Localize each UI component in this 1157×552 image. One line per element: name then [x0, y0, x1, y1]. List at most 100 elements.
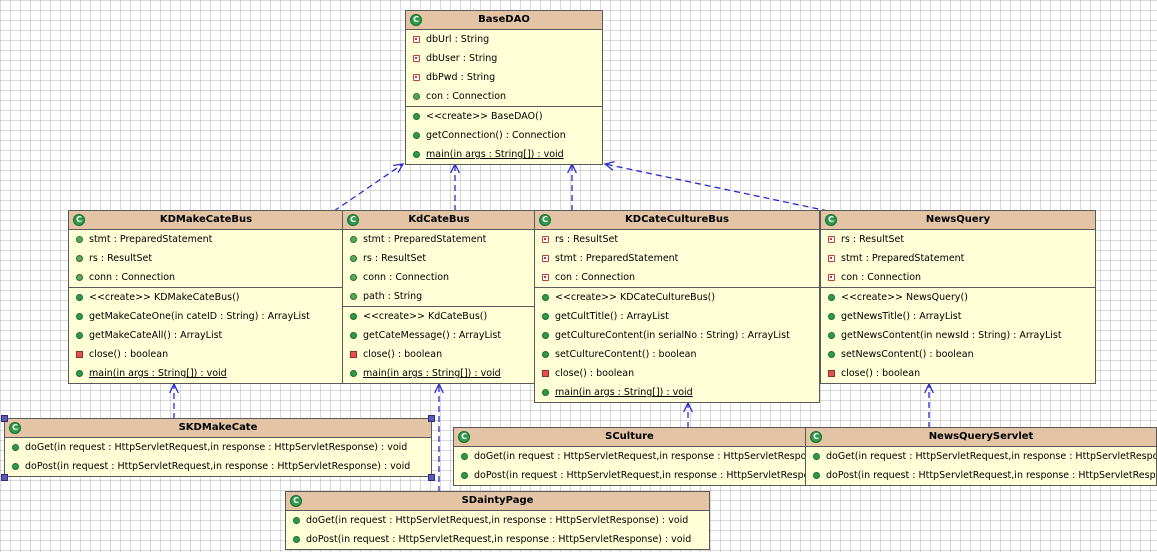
selection-handle[interactable] — [1, 474, 8, 481]
operation-row[interactable]: main(in args : String[]) : void — [535, 383, 819, 402]
attribute-row[interactable]: dbUrl : String — [406, 30, 602, 49]
attribute-row[interactable]: conn : Connection — [69, 268, 343, 287]
operation-row[interactable]: setNewsContent() : boolean — [821, 345, 1095, 364]
public-visibility-icon — [542, 332, 549, 339]
attribute-row[interactable]: stmt : PreparedStatement — [821, 249, 1095, 268]
attribute-row[interactable]: con : Connection — [406, 87, 602, 106]
operation-row[interactable]: getCultTitle() : ArrayList — [535, 307, 819, 326]
arrowhead — [393, 163, 405, 173]
operation-row[interactable]: doPost(in request : HttpServletRequest,i… — [454, 466, 805, 485]
class-name: NewsQuery — [925, 214, 991, 225]
operation-row[interactable]: getConnection() : Connection — [406, 126, 602, 145]
operation-row[interactable]: <<create>> KDMakeCateBus() — [69, 288, 343, 307]
operation-row[interactable]: <<create>> NewsQuery() — [821, 288, 1095, 307]
pkg-visibility-icon — [76, 274, 83, 281]
member-text: doGet(in request : HttpServletRequest,in… — [474, 451, 806, 462]
pkg-visibility-icon — [350, 236, 357, 243]
member-text: doGet(in request : HttpServletRequest,in… — [306, 515, 689, 526]
pkg-visibility-icon — [350, 274, 357, 281]
attribute-row[interactable]: con : Connection — [535, 268, 819, 287]
operation-row[interactable]: <<create>> BaseDAO() — [406, 107, 602, 126]
attribute-row[interactable]: dbUser : String — [406, 49, 602, 68]
member-text: dbUser : String — [426, 53, 498, 64]
attribute-row[interactable]: stmt : PreparedStatement — [535, 249, 819, 268]
selection-handle[interactable] — [428, 474, 435, 481]
operation-row[interactable]: main(in args : String[]) : void — [343, 364, 535, 383]
operation-row[interactable]: close() : boolean — [343, 345, 535, 364]
attribute-row[interactable]: path : String — [343, 287, 535, 306]
attribute-row[interactable]: rs : ResultSet — [821, 230, 1095, 249]
private-visibility-icon — [542, 274, 549, 281]
public-visibility-icon — [813, 472, 820, 479]
attribute-row[interactable]: conn : Connection — [343, 268, 535, 287]
dependency-arrow-sculture-to-kdcateculturebus[interactable] — [683, 401, 693, 428]
operation-row[interactable]: getMakeCateAll() : ArrayList — [69, 326, 343, 345]
public-visibility-icon — [413, 113, 420, 120]
operation-row[interactable]: getCultureContent(in serialNo : String) … — [535, 326, 819, 345]
operation-row[interactable]: setCultureContent() : boolean — [535, 345, 819, 364]
arrowhead — [567, 162, 577, 174]
operation-row[interactable]: close() : boolean — [821, 364, 1095, 383]
dependency-arrow-newsquery-to-basedao[interactable] — [603, 160, 829, 212]
operation-row[interactable]: main(in args : String[]) : void — [69, 364, 343, 383]
class-icon: C — [825, 214, 837, 226]
dependency-arrow-skdmakecate-to-kdmakecatebus[interactable] — [169, 382, 179, 419]
operation-row[interactable]: close() : boolean — [69, 345, 343, 364]
arrowhead — [169, 382, 179, 394]
public-visibility-icon — [350, 332, 357, 339]
attribute-row[interactable]: stmt : PreparedStatement — [343, 230, 535, 249]
attribute-row[interactable]: rs : ResultSet — [343, 249, 535, 268]
private-visibility-icon — [828, 255, 835, 262]
dependency-arrow-kdcateculturebus-to-basedao[interactable] — [567, 162, 577, 211]
operation-row[interactable]: getCateMessage() : ArrayList — [343, 326, 535, 345]
attribute-row[interactable]: rs : ResultSet — [535, 230, 819, 249]
operation-row[interactable]: <<create>> KdCateBus() — [343, 307, 535, 326]
dependency-arrow-newsqueryservlet-to-newsquery[interactable] — [924, 382, 934, 428]
operation-row[interactable]: doPost(in request : HttpServletRequest,i… — [806, 466, 1156, 485]
public-visibility-icon — [828, 294, 835, 301]
member-text: close() : boolean — [363, 349, 443, 360]
dependency-arrow-sdaintypage-to-kdcatebus[interactable] — [434, 382, 444, 492]
operation-row[interactable]: getNewsTitle() : ArrayList — [821, 307, 1095, 326]
public-visibility-icon — [350, 370, 357, 377]
member-text: doPost(in request : HttpServletRequest,i… — [826, 470, 1157, 481]
operation-row[interactable]: doPost(in request : HttpServletRequest,i… — [286, 530, 709, 549]
attribute-row[interactable]: stmt : PreparedStatement — [69, 230, 343, 249]
member-text: main(in args : String[]) : void — [426, 149, 564, 160]
attribute-row[interactable]: con : Connection — [821, 268, 1095, 287]
operation-row[interactable]: getMakeCateOne(in cateID : String) : Arr… — [69, 307, 343, 326]
member-text: close() : boolean — [555, 368, 635, 379]
member-text: conn : Connection — [363, 272, 450, 283]
private-visibility-icon — [828, 274, 835, 281]
selection-handle[interactable] — [428, 415, 435, 422]
operation-row[interactable]: doGet(in request : HttpServletRequest,in… — [5, 438, 431, 457]
operation-row[interactable]: getNewsContent(in newsId : String) : Arr… — [821, 326, 1095, 345]
operation-row[interactable]: doGet(in request : HttpServletRequest,in… — [806, 447, 1156, 466]
member-text: <<create>> KDMakeCateBus() — [89, 292, 240, 303]
operation-row[interactable]: main(in args : String[]) : void — [406, 145, 602, 164]
member-text: getConnection() : Connection — [426, 130, 566, 141]
operation-row[interactable]: doGet(in request : HttpServletRequest,in… — [454, 447, 805, 466]
attribute-row[interactable]: rs : ResultSet — [69, 249, 343, 268]
private-visibility-icon — [413, 36, 420, 43]
operation-row[interactable]: doPost(in request : HttpServletRequest,i… — [5, 457, 431, 476]
operation-row[interactable]: <<create>> KDCateCultureBus() — [535, 288, 819, 307]
dependency-arrow-kdcatebus-to-basedao[interactable] — [450, 162, 460, 211]
operation-row[interactable]: close() : boolean — [535, 364, 819, 383]
attribute-row[interactable]: dbPwd : String — [406, 68, 602, 87]
member-text: doPost(in request : HttpServletRequest,i… — [306, 534, 692, 545]
selection-handle[interactable] — [1, 415, 8, 422]
operation-row[interactable]: doGet(in request : HttpServletRequest,in… — [286, 511, 709, 530]
dependency-arrow-kdmakecatebus-to-basedao[interactable] — [333, 163, 405, 212]
